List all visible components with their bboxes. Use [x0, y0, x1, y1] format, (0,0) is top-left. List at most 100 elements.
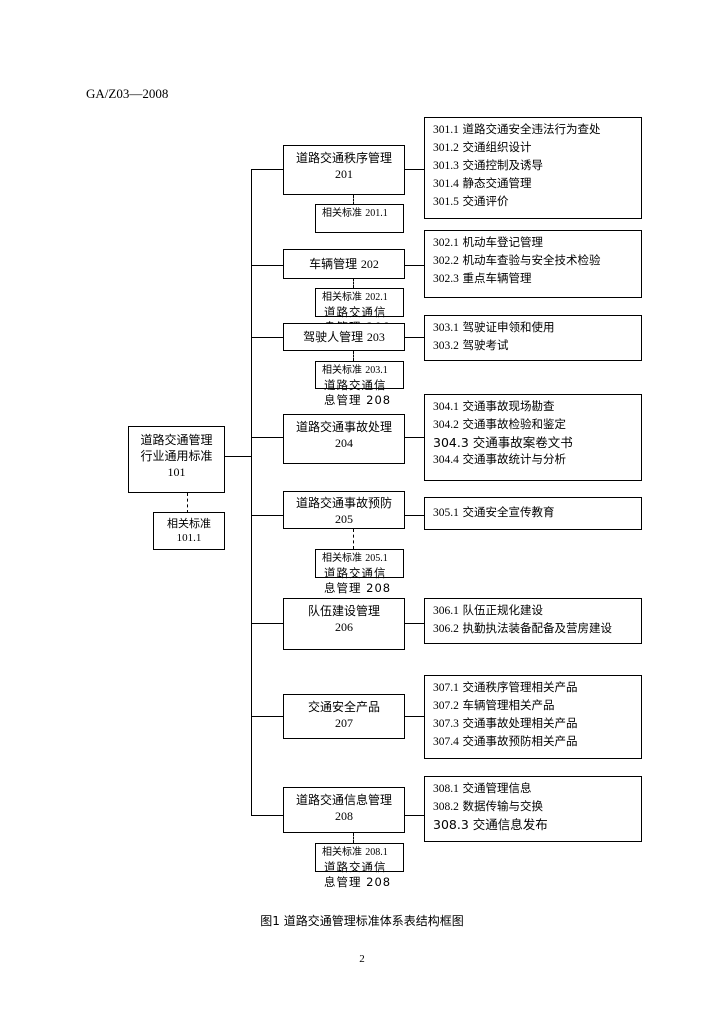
item-text: 机动车查验与安全技术检验 [462, 253, 601, 267]
item-number: 307.3 [433, 718, 459, 730]
category-206-code: 206 [335, 620, 353, 634]
list-item: 306.1 队伍正规化建设 [433, 602, 641, 620]
ref-box-202: 相关标准 202.1 道路交通信息管理 208 [315, 288, 404, 334]
item-text: 交通事故处理相关产品 [462, 716, 578, 730]
list-item: 303.1 驾驶证申领和使用 [433, 319, 641, 337]
list-item: 307.3 交通事故处理相关产品 [433, 715, 641, 733]
list-item: 304.3 交通事故案卷文书 [433, 434, 641, 451]
root-ref-label: 相关标准 [167, 517, 211, 530]
item-number: 301.5 [433, 196, 459, 208]
item-number: 304.3 [433, 435, 469, 450]
ref-box-205: 相关标准 205.1 道路交通信息管理 208 [315, 549, 404, 595]
list-item: 304.4 交通事故统计与分析 [433, 451, 641, 469]
ref-202-label: 相关标准 [322, 292, 362, 303]
list-item: 307.4 交通事故预防相关产品 [433, 733, 641, 751]
items-304-box: 304.1 交通事故现场勘查 304.2 交通事故检验和鉴定 304.3 交通事… [424, 394, 642, 481]
item-text: 重点车辆管理 [462, 271, 532, 285]
category-202-name: 车辆管理 [309, 257, 358, 271]
item-text: 静态交通管理 [462, 176, 532, 190]
item-text: 道路交通安全违法行为查处 [462, 122, 601, 136]
list-item: 302.2 机动车查验与安全技术检验 [433, 252, 641, 270]
category-205-box: 道路交通事故预防 205 [283, 491, 405, 529]
item-number: 302.3 [433, 273, 459, 285]
item-number: 305.1 [433, 507, 459, 519]
items-308-box: 308.1 交通管理信息 308.2 数据传输与交换 308.3 交通信息发布 [424, 776, 642, 842]
ref-203-note: 道路交通信息管理 208 [324, 378, 392, 407]
ref-box-201: 相关标准 201.1 [315, 204, 404, 233]
list-item: 304.2 交通事故检验和鉴定 [433, 416, 641, 434]
item-text: 驾驶证申领和使用 [462, 320, 555, 334]
category-207-name: 交通安全产品 [307, 700, 380, 714]
category-207-code: 207 [335, 716, 353, 730]
item-number: 307.4 [433, 736, 459, 748]
category-208-box: 道路交通信息管理 208 [283, 787, 405, 833]
ref-203-code: 203.1 [365, 365, 388, 376]
item-number: 308.3 [433, 817, 469, 832]
document-code: GA/Z03—2008 [86, 86, 169, 101]
ref-202-code: 202.1 [365, 292, 388, 303]
list-item: 308.3 交通信息发布 [433, 816, 641, 833]
item-text: 交通管理信息 [462, 781, 532, 795]
category-202-code: 202 [360, 257, 379, 271]
root-name-line2: 行业通用标准 [140, 449, 213, 463]
list-item: 307.1 交通秩序管理相关产品 [433, 679, 641, 697]
item-text: 交通事故预防相关产品 [462, 734, 578, 748]
list-item: 301.3 交通控制及诱导 [433, 157, 641, 175]
list-item: 307.2 车辆管理相关产品 [433, 697, 641, 715]
root-standard-box: 道路交通管理 行业通用标准 101 [128, 426, 225, 493]
list-item: 303.2 驾驶考试 [433, 337, 641, 355]
ref-208-label: 相关标准 [322, 847, 362, 858]
root-related-standard-box: 相关标准 101.1 [153, 512, 225, 550]
item-text: 交通事故统计与分析 [462, 452, 567, 466]
item-number: 301.1 [433, 124, 459, 136]
category-208-name: 道路交通信息管理 [295, 793, 392, 807]
item-text: 交通事故案卷文书 [472, 435, 573, 450]
item-number: 301.2 [433, 142, 459, 154]
root-name-line1: 道路交通管理 [140, 433, 213, 447]
category-201-code: 201 [335, 167, 353, 181]
items-305-box: 305.1 交通安全宣传教育 [424, 497, 642, 530]
item-number: 308.1 [433, 783, 459, 795]
item-text: 交通秩序管理相关产品 [462, 680, 578, 694]
items-303-box: 303.1 驾驶证申领和使用 303.2 驾驶考试 [424, 315, 642, 361]
item-number: 304.1 [433, 401, 459, 413]
item-text: 队伍正规化建设 [462, 603, 544, 617]
category-206-box: 队伍建设管理 206 [283, 598, 405, 650]
category-201-box: 道路交通秩序管理 201 [283, 145, 405, 195]
item-text: 交通事故现场勘查 [462, 399, 555, 413]
ref-201-label: 相关标准 [322, 208, 362, 219]
ref-205-note: 道路交通信息管理 208 [324, 566, 392, 595]
root-code: 101 [167, 465, 186, 479]
item-number: 308.2 [433, 801, 459, 813]
item-text: 交通控制及诱导 [462, 158, 544, 172]
figure-caption: 图1 道路交通管理标准体系表结构框图 [260, 914, 464, 928]
ref-box-203: 相关标准 203.1 道路交通信息管理 208 [315, 361, 404, 407]
item-number: 306.1 [433, 605, 459, 617]
category-208-code: 208 [335, 809, 353, 823]
root-ref-code: 101.1 [176, 532, 202, 544]
category-203-name: 驾驶人管理 [303, 330, 364, 344]
items-306-box: 306.1 队伍正规化建设 306.2 执勤执法装备配备及营房建设 [424, 598, 642, 644]
item-text: 数据传输与交换 [462, 799, 544, 813]
list-item: 301.4 静态交通管理 [433, 175, 641, 193]
category-204-box: 道路交通事故处理 204 [283, 414, 405, 464]
list-item: 301.2 交通组织设计 [433, 139, 641, 157]
category-201-name: 道路交通秩序管理 [295, 151, 392, 165]
items-307-box: 307.1 交通秩序管理相关产品 307.2 车辆管理相关产品 307.3 交通… [424, 675, 642, 759]
ref-208-code: 208.1 [365, 847, 388, 858]
list-item: 304.1 交通事故现场勘查 [433, 398, 641, 416]
list-item: 302.1 机动车登记管理 [433, 234, 641, 252]
items-301-box: 301.1 道路交通安全违法行为查处 301.2 交通组织设计 301.3 交通… [424, 117, 642, 219]
item-text: 执勤执法装备配备及营房建设 [462, 621, 613, 635]
list-item: 301.1 道路交通安全违法行为查处 [433, 121, 641, 139]
ref-box-208: 相关标准 208.1 道路交通信息管理 208 [315, 843, 404, 889]
category-204-code: 204 [335, 436, 353, 450]
item-number: 301.3 [433, 160, 459, 172]
ref-205-code: 205.1 [365, 553, 388, 564]
category-205-code: 205 [335, 512, 353, 526]
page-number: 2 [359, 953, 365, 965]
item-number: 302.1 [433, 237, 459, 249]
list-item: 301.5 交通评价 [433, 193, 641, 211]
category-207-box: 交通安全产品 207 [283, 694, 405, 739]
list-item: 308.2 数据传输与交换 [433, 798, 641, 816]
